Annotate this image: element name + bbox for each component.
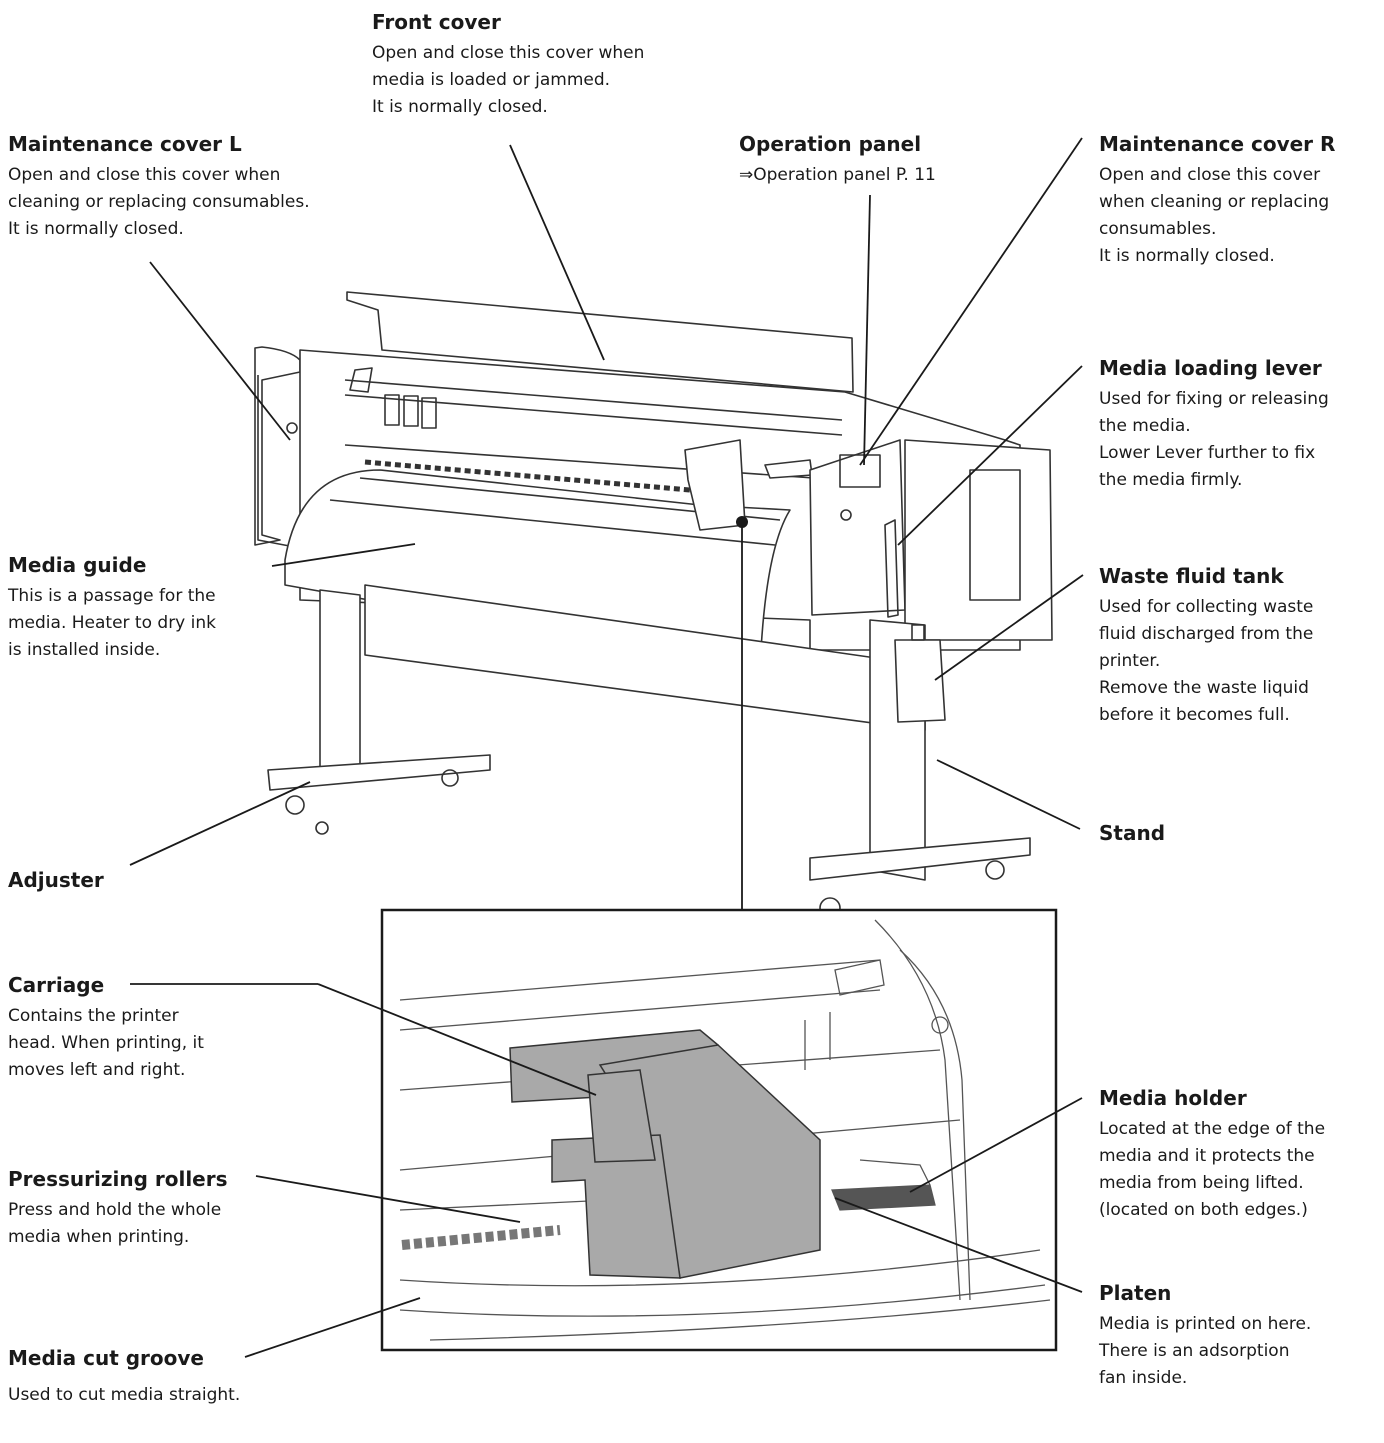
printer-drawing — [254, 291, 1053, 937]
label-line: fan inside. — [1099, 1368, 1188, 1388]
label-line: This is a passage for the — [8, 586, 216, 606]
label-line: Media is printed on here. — [1099, 1314, 1312, 1334]
label-title: Waste fluid tank — [1099, 564, 1284, 588]
label-line: Contains the printer — [8, 1006, 179, 1026]
label-adjuster: Adjuster — [8, 868, 104, 892]
label-title: Maintenance cover L — [8, 132, 242, 156]
label-line: Remove the waste liquid — [1099, 678, 1309, 698]
label-line: media from being lifted. — [1099, 1173, 1304, 1193]
label-title: Carriage — [8, 973, 105, 997]
label-line: cleaning or replacing consumables. — [8, 192, 310, 212]
label-line: fluid discharged from the — [1099, 624, 1314, 644]
label-line: Press and hold the whole — [8, 1200, 222, 1220]
label-title: Operation panel — [739, 132, 922, 156]
label-line: media is loaded or jammed. — [372, 70, 611, 90]
label-line: Lower Lever further to fix — [1099, 443, 1316, 463]
label-line: Open and close this cover — [1099, 165, 1321, 185]
label-line: Used for collecting waste — [1099, 597, 1314, 617]
label-line: media when printing. — [8, 1227, 190, 1247]
label-stand: Stand — [1099, 821, 1166, 845]
label-maintenance-cover-l: Maintenance cover L Open and close this … — [8, 132, 310, 243]
label-title: Pressurizing rollers — [8, 1167, 228, 1191]
label-line: when cleaning or replacing — [1099, 192, 1330, 212]
label-line: It is normally closed. — [372, 97, 548, 117]
label-line: Located at the edge of the — [1099, 1119, 1326, 1139]
label-title: Media cut groove — [8, 1346, 204, 1370]
label-title: Media guide — [8, 553, 147, 577]
label-line: media. Heater to dry ink — [8, 613, 216, 633]
label-line: moves left and right. — [8, 1060, 186, 1080]
label-line: is installed inside. — [8, 640, 161, 660]
label-line: printer. — [1099, 651, 1161, 671]
label-front-cover: Front cover Open and close this cover wh… — [372, 10, 644, 121]
label-line: Open and close this cover when — [8, 165, 281, 185]
label-line: ⇒Operation panel P. 11 — [739, 165, 936, 185]
label-line: It is normally closed. — [1099, 246, 1275, 266]
label-operation-panel: Operation panel ⇒Operation panel P. 11 — [739, 132, 936, 189]
label-pressurizing-rollers: Pressurizing rollers Press and hold the … — [8, 1167, 228, 1251]
label-line: Open and close this cover when — [372, 43, 645, 63]
label-title: Front cover — [372, 10, 501, 34]
label-title: Media loading lever — [1099, 356, 1322, 380]
label-line: the media. — [1099, 416, 1191, 436]
label-title: Maintenance cover R — [1099, 132, 1336, 156]
label-line: head. When printing, it — [8, 1033, 204, 1053]
leader-lines — [129, 137, 1084, 1358]
label-platen: Platen Media is printed on here. There i… — [1099, 1281, 1311, 1392]
label-line: (located on both edges.) — [1099, 1200, 1308, 1220]
label-line: media and it protects the — [1099, 1146, 1315, 1166]
label-line: It is normally closed. — [8, 219, 184, 239]
label-media-cut-groove: Media cut groove Used to cut media strai… — [8, 1346, 240, 1409]
label-maintenance-cover-r: Maintenance cover R Open and close this … — [1099, 132, 1335, 270]
label-line: Used for fixing or releasing — [1099, 389, 1329, 409]
label-line: There is an adsorption — [1099, 1341, 1290, 1361]
carriage-block — [509, 1029, 821, 1279]
label-media-guide: Media guide This is a passage for the me… — [8, 553, 216, 664]
label-line: before it becomes full. — [1099, 705, 1290, 725]
label-waste-fluid-tank: Waste fluid tank Used for collecting was… — [1099, 564, 1313, 729]
label-media-holder: Media holder Located at the edge of the … — [1099, 1086, 1325, 1224]
carriage-marker-dot — [736, 516, 748, 528]
label-title: Platen — [1099, 1281, 1172, 1305]
label-line: Used to cut media straight. — [8, 1385, 241, 1405]
label-line: consumables. — [1099, 219, 1217, 239]
label-media-loading-lever: Media loading lever Used for fixing or r… — [1099, 356, 1329, 494]
label-line: the media firmly. — [1099, 470, 1243, 490]
label-carriage: Carriage Contains the printer head. When… — [8, 973, 204, 1084]
label-title: Media holder — [1099, 1086, 1247, 1110]
